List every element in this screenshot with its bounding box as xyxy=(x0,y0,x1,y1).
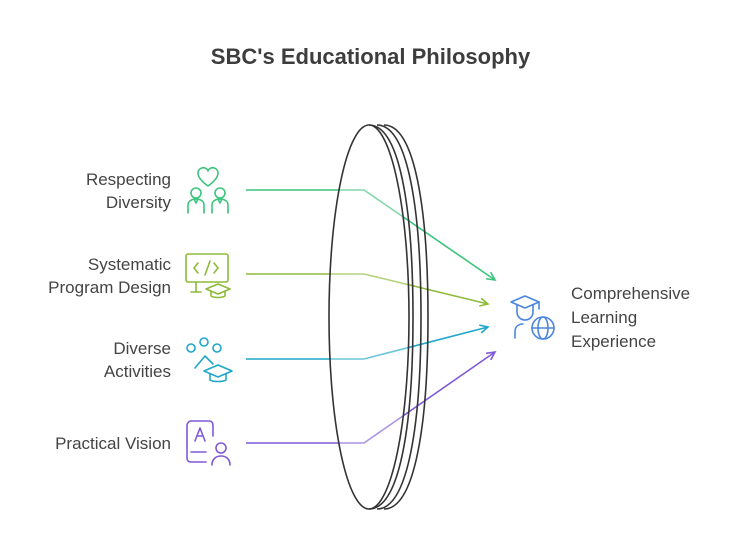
label-line: Respecting xyxy=(85,170,171,189)
label-line: Activities xyxy=(103,362,171,381)
label-line: Experience xyxy=(571,332,657,351)
diagram-title: SBC's Educational Philosophy xyxy=(210,44,531,69)
input-label-practical-vision: Practical Vision xyxy=(55,432,171,455)
lens-shape xyxy=(328,124,429,510)
input-label-systematic-program-design: Systematic Program Design xyxy=(48,253,171,299)
label-line: Diverse xyxy=(113,339,171,358)
input-label-diverse-activities: Diverse Activities xyxy=(104,337,171,383)
graduate-globe-icon xyxy=(510,295,555,340)
connector-diverse-activities xyxy=(246,324,490,360)
label-line: Systematic xyxy=(87,255,171,274)
label-line: Program Design xyxy=(48,278,171,297)
label-line: Diversity xyxy=(105,193,171,212)
document-person-icon xyxy=(186,420,231,466)
activities-graduation-icon xyxy=(186,337,233,383)
label-line: Practical Vision xyxy=(55,434,171,453)
connector-practical-vision xyxy=(246,350,497,444)
input-label-respecting-diversity: Respecting Diversity xyxy=(86,168,171,214)
diversity-people-heart-icon xyxy=(187,166,229,214)
connector-systematic-program-design xyxy=(246,273,490,307)
label-line: Comprehensive xyxy=(571,284,691,303)
output-label: Comprehensive Learning Experience xyxy=(571,282,690,354)
connector-respecting-diversity xyxy=(246,189,497,282)
label-line: Learning xyxy=(571,308,638,327)
code-screen-graduation-icon xyxy=(185,253,231,299)
